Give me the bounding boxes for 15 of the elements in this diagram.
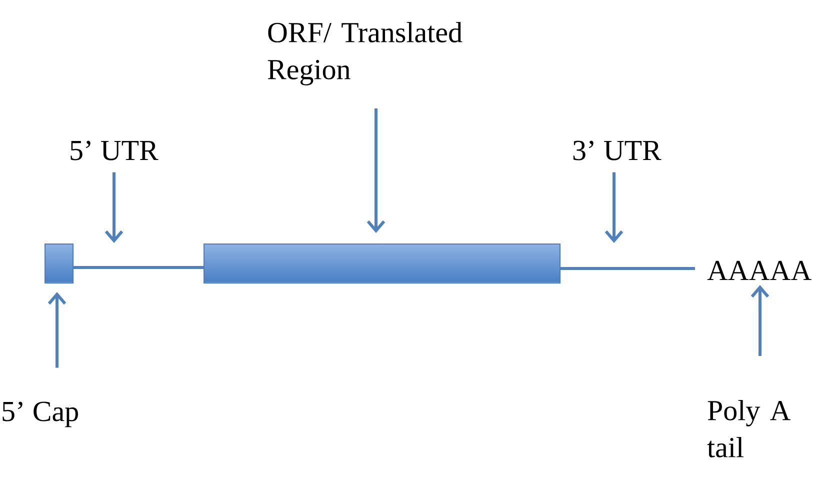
strand-line <box>73 266 204 269</box>
arrow <box>104 172 124 243</box>
label: 5’ Cap <box>2 402 78 428</box>
cap-block <box>44 243 74 284</box>
arrow <box>366 108 386 233</box>
arrow <box>750 285 770 356</box>
label: AAAAA <box>707 260 812 280</box>
label: 3’ UTR <box>573 140 662 160</box>
label: Poly A tail <box>707 400 791 458</box>
arrow <box>48 292 66 368</box>
arrow <box>604 172 624 243</box>
label: ORF/ Translated Region <box>268 22 462 86</box>
label: 5’ UTR <box>70 140 158 160</box>
region-bar <box>204 243 560 284</box>
strand-line <box>560 267 695 270</box>
